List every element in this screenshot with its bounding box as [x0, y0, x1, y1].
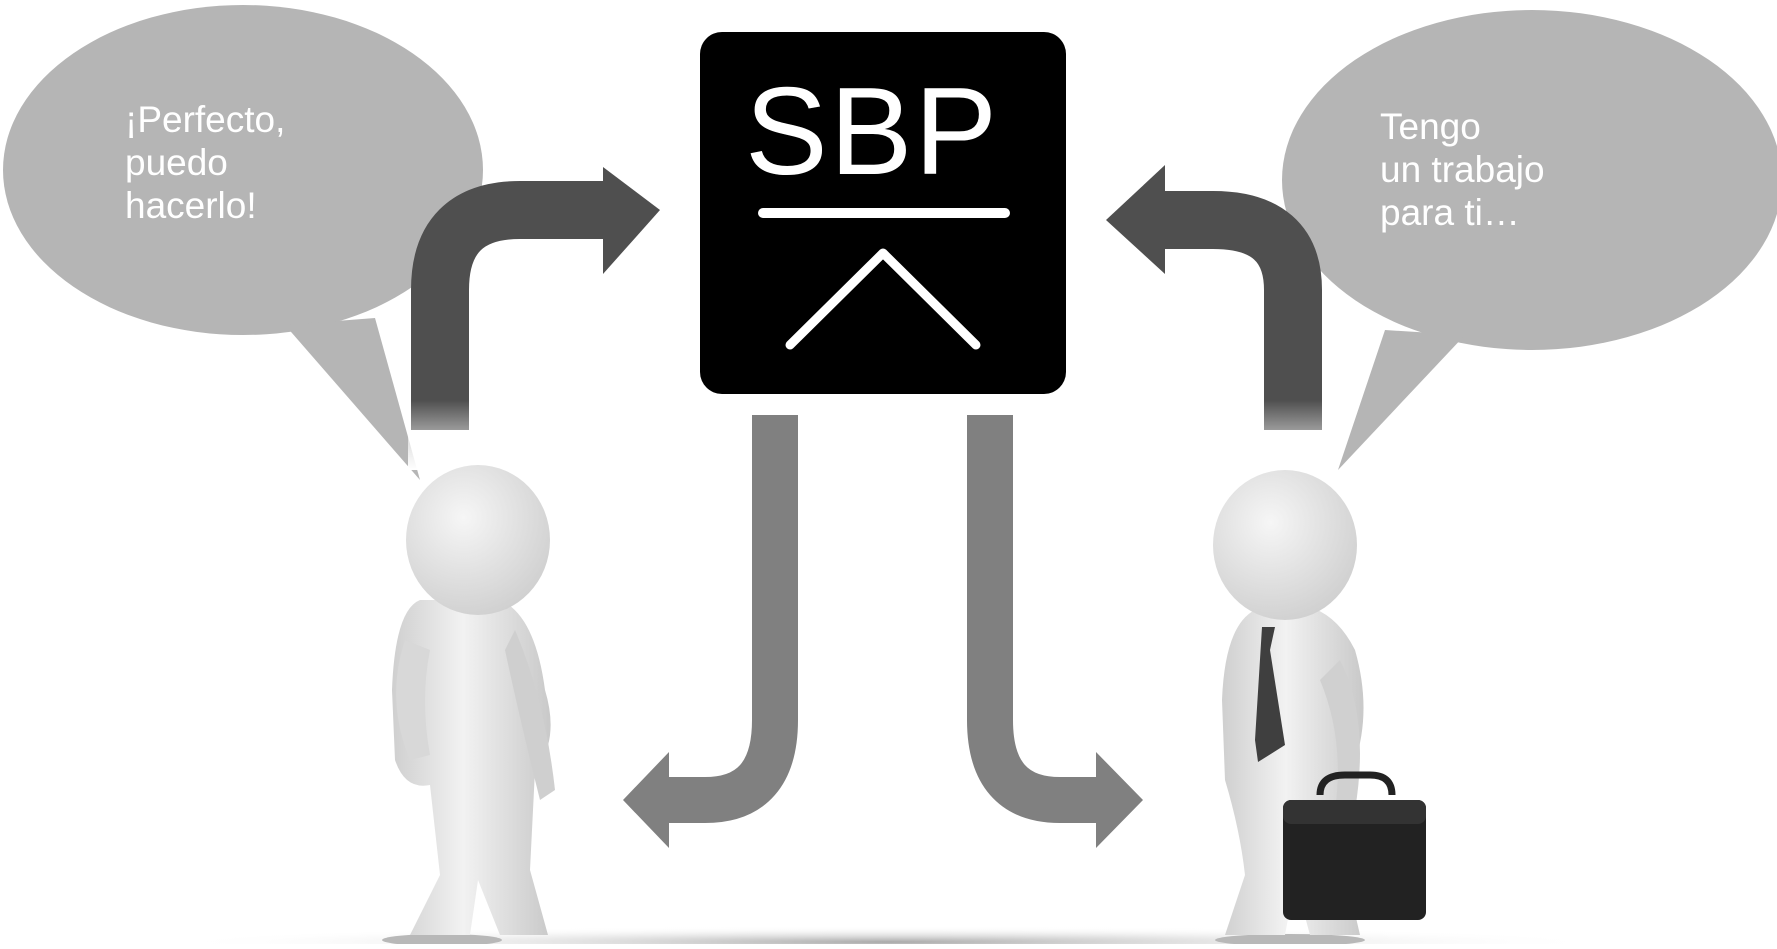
left-worker-figure — [382, 465, 555, 944]
right-client-figure — [1213, 470, 1426, 944]
right-bubble-text: Tengo un trabajo para ti… — [1380, 105, 1545, 234]
left-up-arrow — [408, 167, 660, 470]
right-down-arrow — [990, 415, 1143, 848]
right-speech-bubble — [1282, 10, 1777, 470]
left-down-arrow — [623, 415, 775, 848]
logo-text: SBP — [745, 70, 999, 194]
left-bubble-text: ¡Perfecto, puedo hacerlo! — [125, 98, 285, 227]
